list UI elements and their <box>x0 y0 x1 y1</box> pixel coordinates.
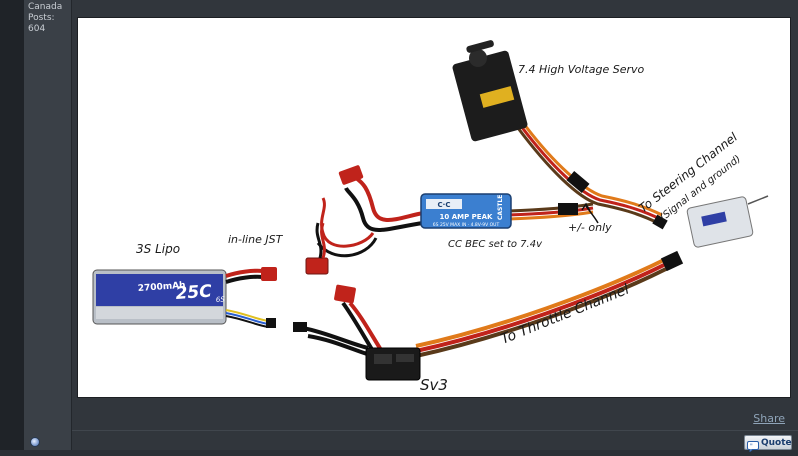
quote-button-label: Quote <box>761 437 792 448</box>
svg-text:": " <box>750 443 753 450</box>
battery-model-text: 6S Pro Lite <box>216 293 254 304</box>
quote-button[interactable]: " Quote <box>744 435 792 453</box>
online-status-icon <box>30 437 40 447</box>
user-posts-count: 604 <box>28 24 46 34</box>
bec-note-arrowhead <box>581 202 591 212</box>
bec-spec-text: 6S 25V MAX IN · 4.8V-9V OUT <box>433 222 500 228</box>
left-edge-bar <box>0 0 24 450</box>
bec-brand-text: CASTLE <box>497 195 504 220</box>
label-bec-note: +/- only <box>568 221 612 234</box>
high-voltage-servo <box>452 40 528 142</box>
label-throttle-channel: To Throttle Channel <box>499 282 632 348</box>
user-meta: Canada Posts: 604 <box>28 2 72 35</box>
throttle-wire <box>415 250 684 358</box>
post-footer-divider <box>72 430 798 431</box>
bec-input-wire <box>316 165 424 258</box>
user-info-column <box>24 0 72 450</box>
inline-jst-connector <box>305 222 329 275</box>
label-lipo: 3S Lipo <box>136 242 180 256</box>
attached-wiring-diagram-image[interactable]: C·C 10 AMP PEAK 6S 25V MAX IN · 4.8V-9V … <box>77 17 791 398</box>
battery-capacity-text: 2700mAh <box>138 281 186 294</box>
label-esc: Sv3 <box>420 376 448 394</box>
label-inline-jst: in-line JST <box>228 233 284 246</box>
svg-text:C·C: C·C <box>438 201 451 209</box>
lipo-battery: 2700mAh 25C 6S Pro Lite <box>92 267 277 328</box>
bec-output-wire <box>507 202 594 221</box>
battery-rating-text: 25C <box>175 281 213 304</box>
user-posts-label: Posts: <box>28 13 55 23</box>
label-servo: 7.4 High Voltage Servo <box>518 63 645 76</box>
label-bec-set: CC BEC set to 7.4v <box>448 239 543 250</box>
user-location: Canada <box>28 2 63 12</box>
quote-icon: " <box>747 437 759 453</box>
bec-rating-text: 10 AMP PEAK <box>440 213 493 221</box>
bec-module: C·C 10 AMP PEAK 6S 25V MAX IN · 4.8V-9V … <box>420 193 512 229</box>
share-link[interactable]: Share <box>753 412 785 425</box>
bec-note-arrow <box>585 205 599 224</box>
receiver <box>686 195 769 248</box>
servo-wire <box>516 123 668 230</box>
sv3-esc <box>293 284 421 381</box>
